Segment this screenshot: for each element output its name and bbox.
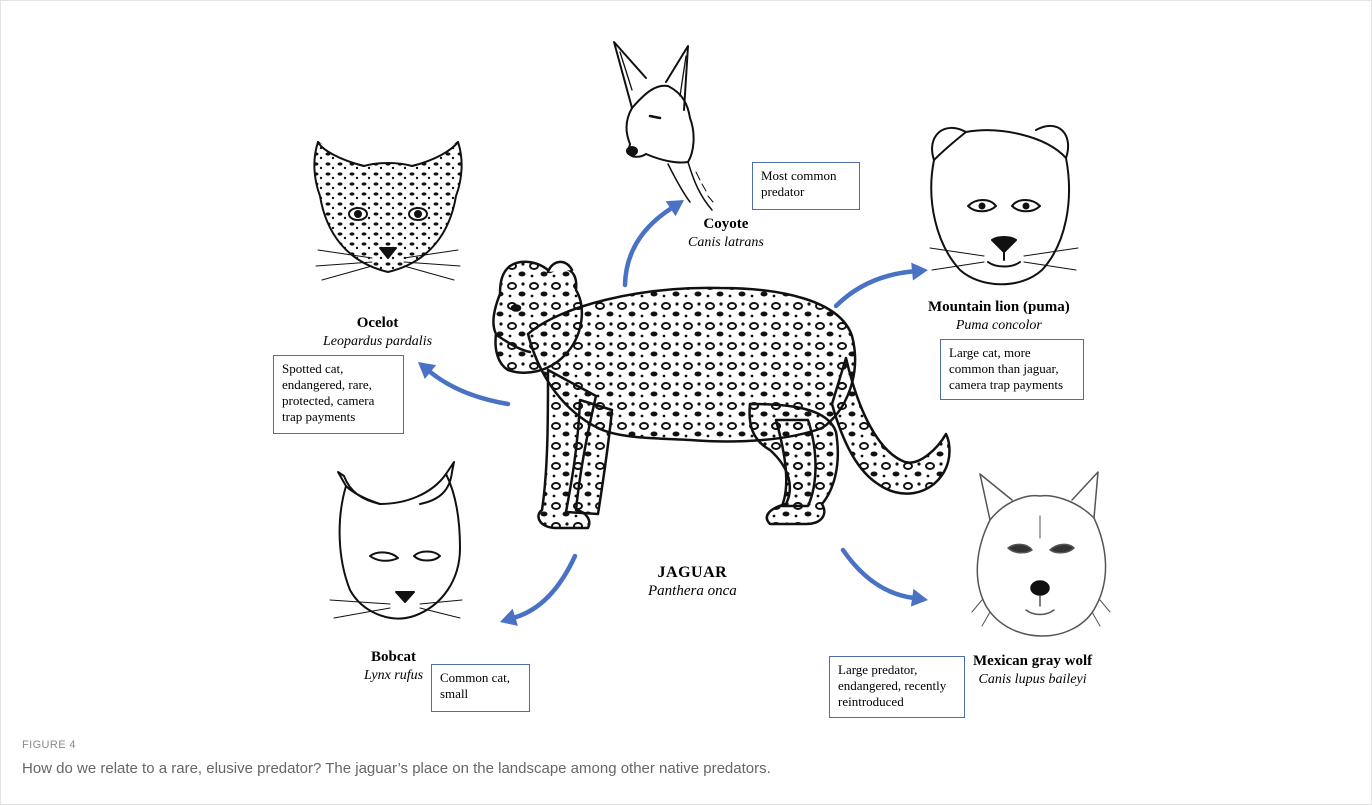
wolf-right-eye — [1050, 544, 1074, 552]
ocelot-note-line: protected, camera — [282, 393, 395, 409]
puma-common-name: Mountain lion (puma) — [928, 298, 1070, 317]
arrow-to-wolf-head — [911, 589, 928, 607]
bobcat-illustration — [330, 462, 462, 618]
bobcat-note-line: Common cat, — [440, 670, 521, 686]
puma-label: Mountain lion (puma) Puma concolor — [928, 298, 1070, 335]
puma-note-box: Large cat, more common than jaguar, came… — [940, 339, 1084, 400]
coyote-note-line: predator — [761, 184, 851, 200]
puma-nose — [992, 237, 1016, 252]
wolf-fur — [972, 516, 1110, 626]
jaguar-scientific-name: Panthera onca — [648, 582, 737, 600]
jaguar-near-hind-leg — [750, 404, 838, 524]
bobcat-note-box: Common cat, small — [431, 664, 530, 712]
puma-illustration — [930, 126, 1078, 284]
wolf-left-eye — [1008, 544, 1032, 552]
jaguar-common-name: JAGUAR — [648, 563, 737, 582]
coyote-scientific-name: Canis latrans — [688, 234, 764, 252]
coyote-label: Coyote Canis latrans — [688, 215, 764, 252]
wolf-note-line: Large predator, — [838, 662, 956, 678]
bobcat-nose — [396, 592, 414, 602]
bobcat-whiskers — [330, 600, 462, 618]
coyote-common-name: Coyote — [688, 215, 764, 234]
wolf-common-name: Mexican gray wolf — [973, 652, 1092, 671]
wolf-label: Mexican gray wolf Canis lupus baileyi — [973, 652, 1092, 689]
puma-mouth — [988, 252, 1020, 267]
puma-left-ear — [932, 128, 966, 160]
wolf-note-line: reintroduced — [838, 694, 956, 710]
arrow-to-puma-shaft — [836, 272, 912, 306]
coyote-nose — [627, 147, 637, 155]
wolf-note-box: Large predator, endangered, recently rei… — [829, 656, 965, 718]
ocelot-note-line: Spotted cat, — [282, 361, 395, 377]
arrow-to-coyote — [625, 200, 684, 285]
wolf-scientific-name: Canis lupus baileyi — [973, 671, 1092, 689]
arrow-to-bobcat-head — [500, 609, 518, 626]
jaguar-eye — [512, 306, 520, 311]
bobcat-left-eye — [370, 552, 398, 560]
puma-note-line: common than jaguar, — [949, 361, 1075, 377]
arrow-to-coyote-shaft — [625, 209, 671, 285]
jaguar-illustration — [493, 262, 949, 528]
puma-scientific-name: Puma concolor — [928, 317, 1070, 335]
bobcat-right-eye — [414, 552, 440, 561]
bobcat-left-ear — [338, 472, 380, 504]
coyote-eye — [650, 116, 660, 118]
ocelot-scientific-name: Leopardus pardalis — [323, 333, 432, 351]
puma-note-line: Large cat, more — [949, 345, 1075, 361]
figure-caption: How do we relate to a rare, elusive pred… — [22, 760, 771, 777]
arrow-to-ocelot — [418, 362, 508, 404]
coyote-note-box: Most common predator — [752, 162, 860, 210]
figure-label: FIGURE 4 — [22, 739, 76, 751]
bobcat-scientific-name: Lynx rufus — [364, 667, 423, 685]
arrow-to-puma-head — [911, 263, 928, 281]
arrow-to-bobcat-shaft — [515, 556, 575, 617]
ocelot-note-line: trap payments — [282, 409, 395, 425]
arrow-to-wolf-shaft — [843, 550, 912, 598]
arrow-to-ocelot-shaft — [430, 372, 508, 404]
puma-head — [931, 130, 1069, 284]
ocelot-note-box: Spotted cat, endangered, rare, protected… — [273, 355, 404, 434]
ocelot-label: Ocelot Leopardus pardalis — [323, 314, 432, 351]
coyote-fur — [696, 172, 713, 202]
ocelot-common-name: Ocelot — [323, 314, 432, 333]
arrow-to-puma — [836, 263, 928, 306]
wolf-note-line: endangered, recently — [838, 678, 956, 694]
wolf-mouth — [1026, 596, 1054, 615]
arrow-to-bobcat — [500, 556, 575, 626]
bobcat-common-name: Bobcat — [364, 648, 423, 667]
puma-note-line: camera trap payments — [949, 377, 1075, 393]
bobcat-label: Bobcat Lynx rufus — [364, 648, 423, 685]
wolf-nose — [1031, 581, 1049, 595]
arrow-to-wolf — [843, 550, 928, 607]
coyote-illustration — [614, 42, 713, 210]
ocelot-note-line: endangered, rare, — [282, 377, 395, 393]
jaguar-label: JAGUAR Panthera onca — [648, 563, 737, 600]
coyote-note-line: Most common — [761, 168, 851, 184]
wolf-illustration — [972, 472, 1110, 636]
bobcat-note-line: small — [440, 686, 521, 702]
ocelot-illustration — [314, 142, 461, 280]
